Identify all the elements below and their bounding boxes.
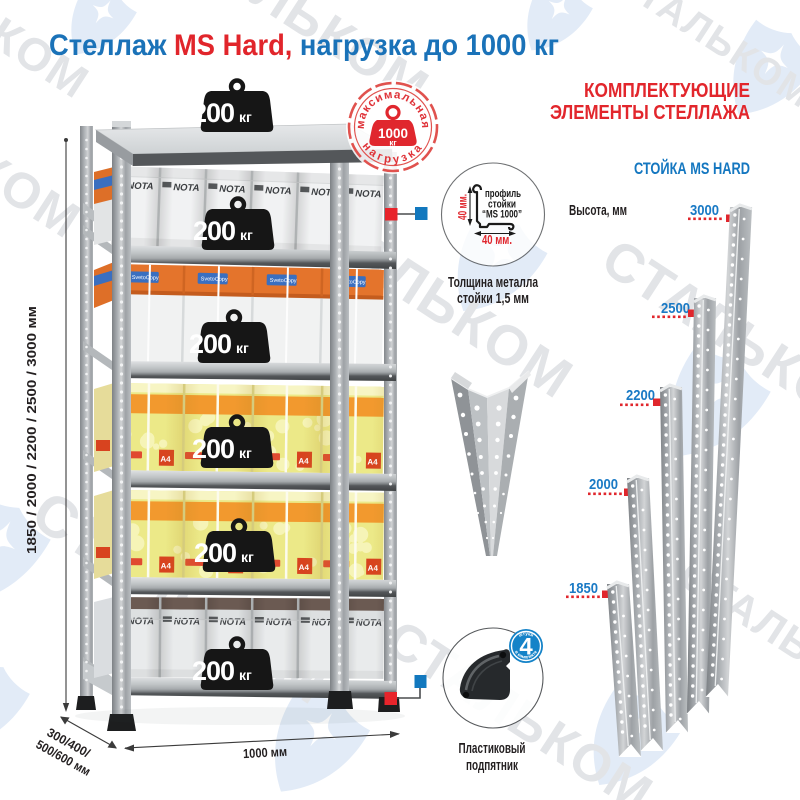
svg-text:ЭЛЕМЕНТЫ СТЕЛЛАЖА: ЭЛЕМЕНТЫ СТЕЛЛАЖА [550,102,750,124]
svg-text:кг: кг [236,340,249,356]
svg-text:1000 мм: 1000 мм [243,744,288,761]
svg-text:штуки: штуки [518,631,535,638]
svg-text:SvetoCopy: SvetoCopy [270,278,297,285]
svg-text:Пластиковый: Пластиковый [459,741,526,757]
svg-text:1850 / 2000 / 2200 / 2500 / 30: 1850 / 2000 / 2200 / 2500 / 3000 мм [25,306,39,554]
svg-text:3000: 3000 [690,203,719,219]
svg-text:кг: кг [239,667,252,683]
svg-text:2500: 2500 [661,301,690,317]
svg-text:профиль: профиль [485,188,521,200]
svg-text:200: 200 [192,98,234,128]
svg-text:200: 200 [192,656,234,686]
svg-text:Стеллаж MS Hard, нагрузка до 1: Стеллаж MS Hard, нагрузка до 1000 кг [49,29,559,62]
svg-text:“MS 1000”: “MS 1000” [482,209,522,221]
svg-text:40 мм.: 40 мм. [456,194,470,220]
svg-text:кг: кг [239,445,252,461]
svg-text:SvetoCopy: SvetoCopy [339,279,366,286]
svg-text:стойки: стойки [488,199,516,211]
svg-text:4: 4 [519,634,533,661]
svg-text:Толщина металла: Толщина металла [448,275,539,291]
svg-text:кг: кг [241,549,254,565]
svg-text:кг: кг [240,227,253,243]
svg-text:кг: кг [239,109,252,125]
svg-text:1000: 1000 [378,125,408,141]
svg-text:SvetoCopy: SvetoCopy [201,276,228,283]
svg-text:1850: 1850 [569,581,598,597]
svg-text:200: 200 [194,538,236,568]
svg-text:40 мм.: 40 мм. [482,232,512,247]
svg-text:КОМПЛЕКТУЮЩИЕ: КОМПЛЕКТУЮЩИЕ [584,80,750,102]
svg-text:2000: 2000 [589,477,618,493]
svg-text:кг: кг [389,139,397,148]
svg-text:Высота, мм: Высота, мм [569,203,627,219]
svg-text:200: 200 [193,216,235,246]
svg-text:подпятник: подпятник [466,758,518,774]
svg-text:200: 200 [192,434,234,464]
svg-text:стойки 1,5 мм: стойки 1,5 мм [457,291,529,307]
svg-text:200: 200 [189,329,231,359]
svg-text:2200: 2200 [626,388,655,404]
svg-text:SvetoCopy: SvetoCopy [132,275,159,282]
svg-text:СТОЙКА MS HARD: СТОЙКА MS HARD [634,159,750,178]
